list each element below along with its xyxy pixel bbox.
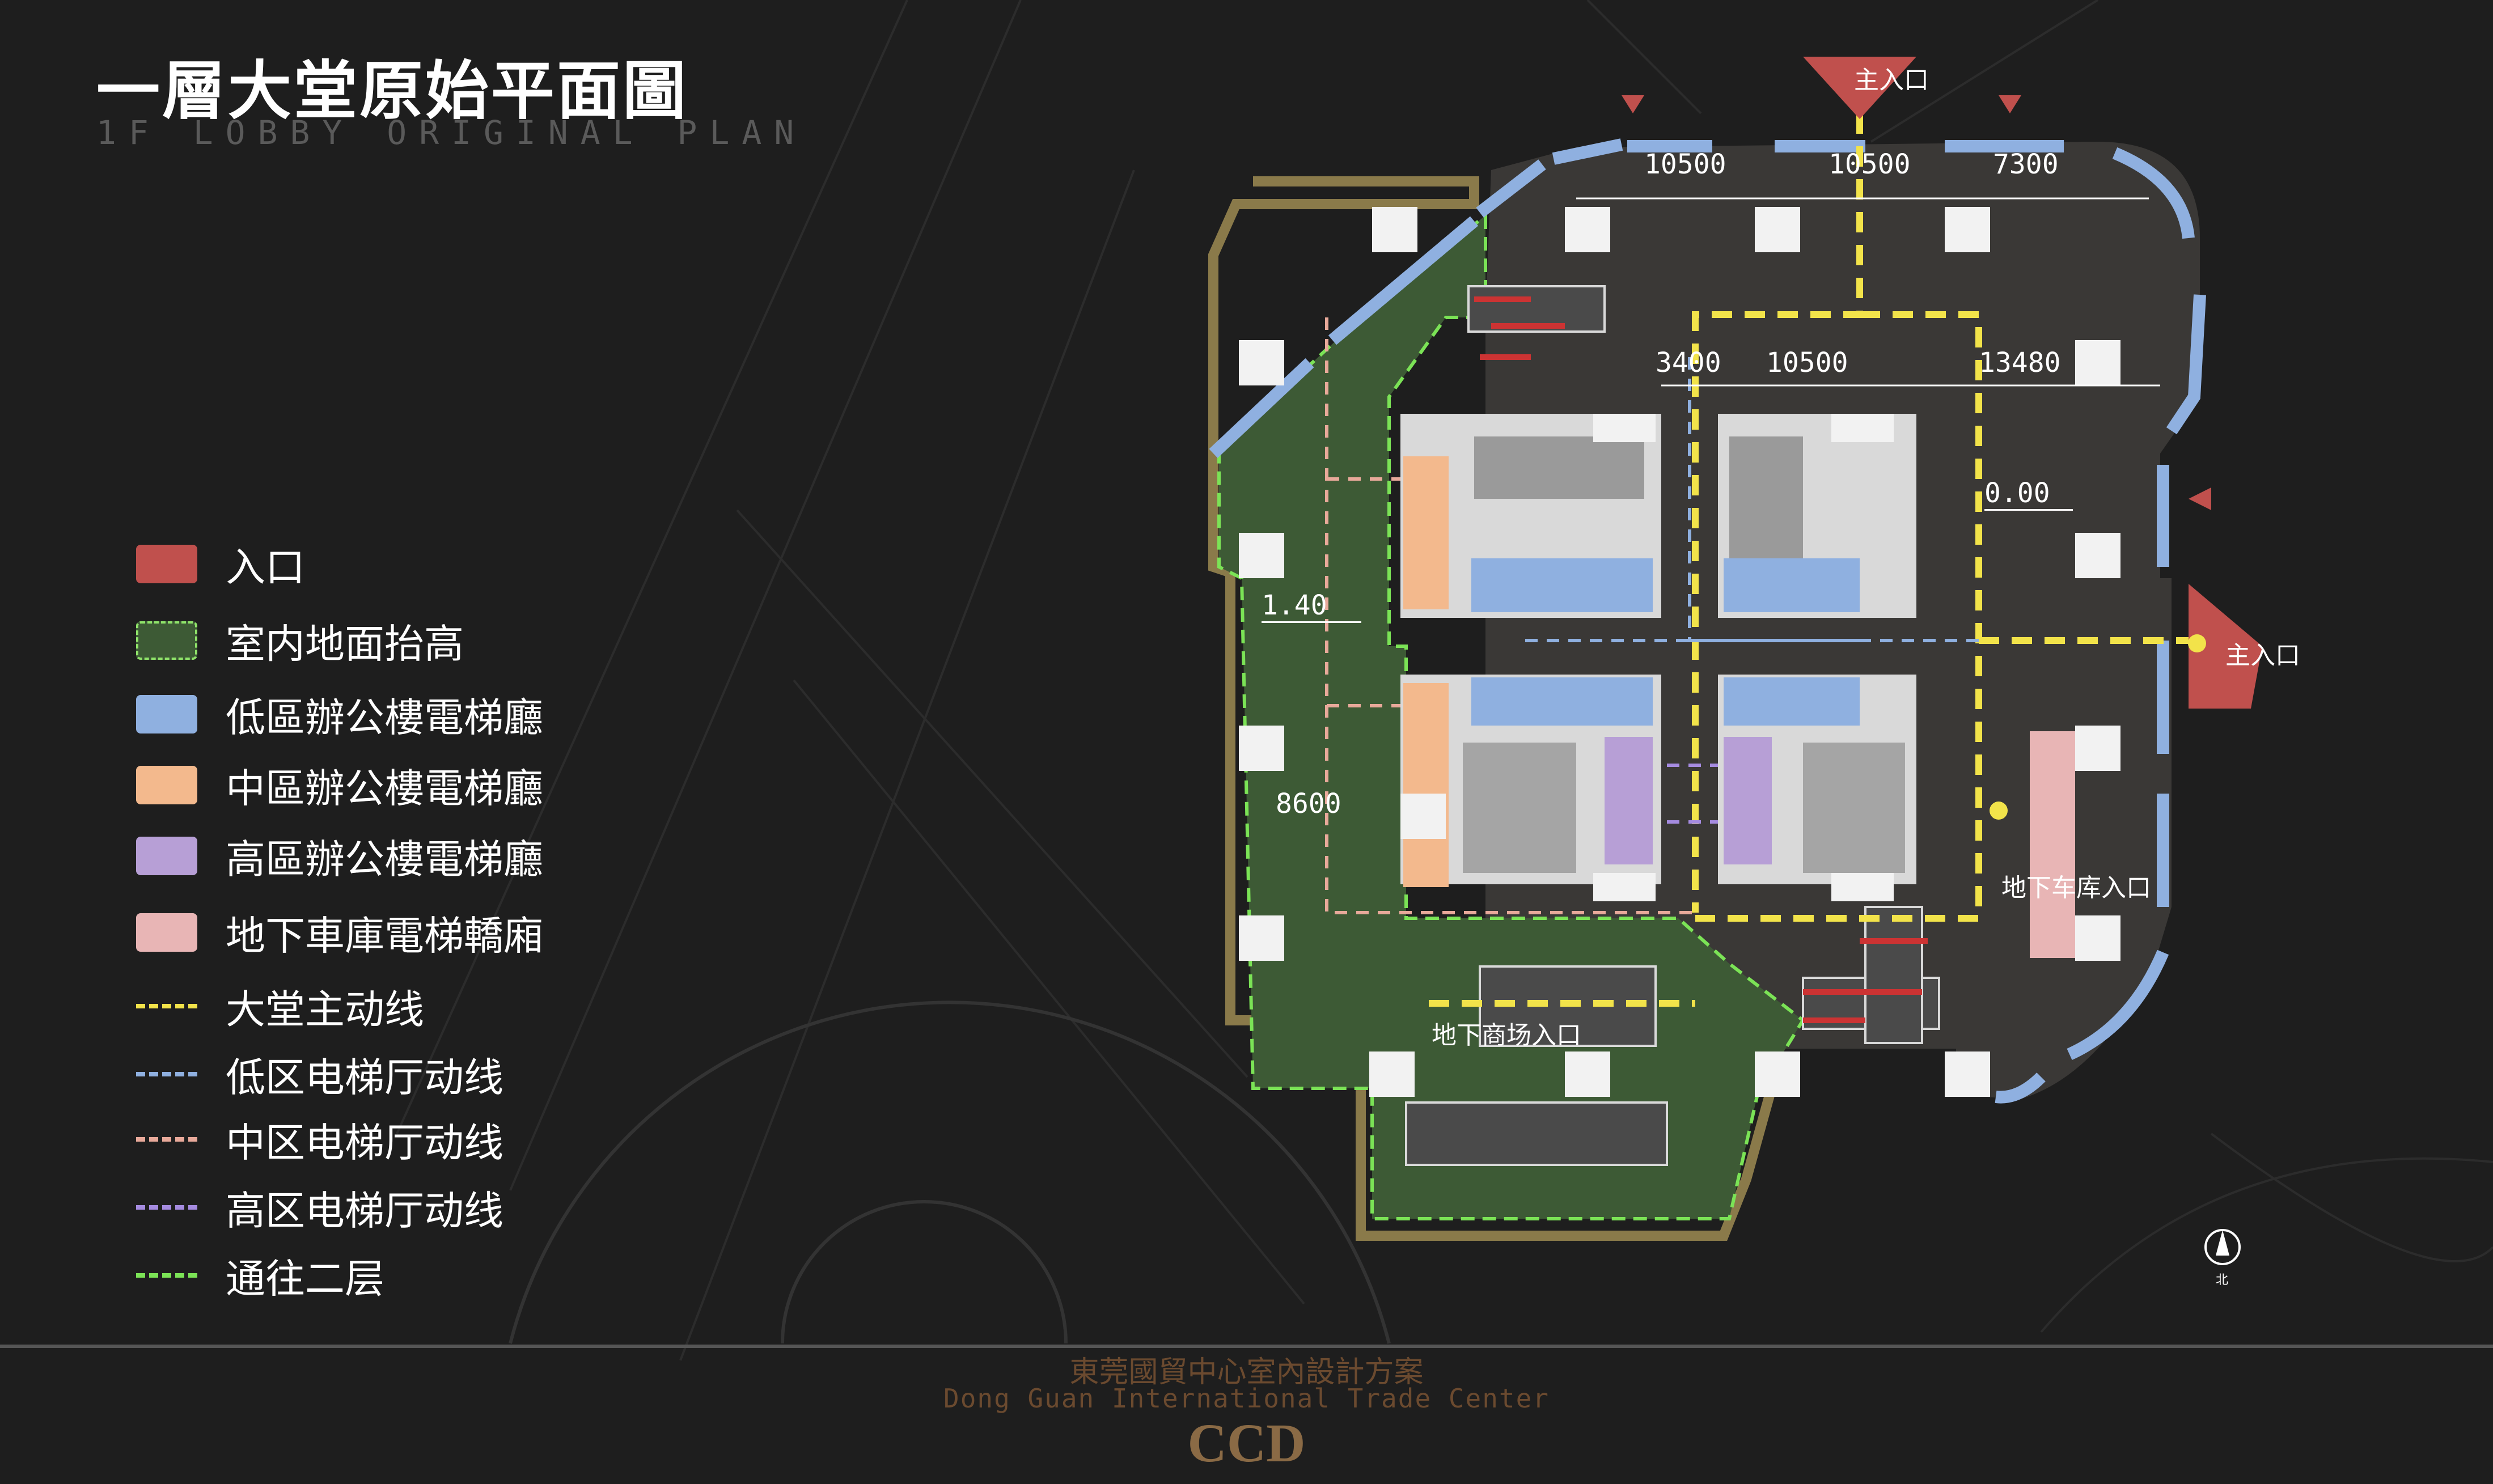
legend-item-main-circulation: 大堂主动线 (136, 983, 646, 1033)
legend-line (136, 1072, 197, 1076)
legend-label: 高區辦公樓電梯廳 (226, 836, 543, 883)
legend-label: 通往二层 (226, 1255, 384, 1302)
dim-top-2: 10500 (1829, 149, 1911, 180)
high-zone-elevator-lobbies (1605, 737, 1772, 864)
entrance-markers (1622, 57, 2262, 709)
legend-swatch (136, 695, 197, 733)
north-arrow (2204, 1229, 2241, 1265)
legend-swatch (136, 766, 197, 804)
legend-line (136, 1205, 197, 1210)
curtain-wall-segments (1209, 138, 2206, 1104)
legend-item-to-second-floor: 通往二层 (136, 1253, 646, 1302)
mall-entrance-label: 地下商场入口 (1432, 1021, 1581, 1050)
legend-label: 大堂主动线 (226, 986, 424, 1033)
legend-label: 高区电梯厅动线 (226, 1187, 503, 1234)
legend-line (136, 1273, 197, 1278)
high-zone-circulation (1667, 764, 1718, 824)
footer-divider (0, 1345, 2493, 1348)
low-zone-elevator-lobbies (1471, 558, 1860, 726)
legend-label: 入口 (226, 544, 305, 591)
dim-mid-2: 10500 (1766, 347, 1848, 379)
footer-brand: CCD (1187, 1413, 1306, 1473)
legend-item-raised-floor: 室内地面抬高 (136, 618, 646, 667)
legend-item-garage-elevator: 地下車庫電梯轎廂 (136, 910, 646, 959)
legend-item-low-circulation: 低区电梯厅动线 (136, 1051, 646, 1101)
legend-swatch (136, 545, 197, 583)
legend-item-entrance: 入口 (136, 541, 646, 591)
dim-mid-1: 3400 (1656, 347, 1721, 379)
legend-item-low-zone: 低區辦公樓電梯廳 (136, 692, 646, 741)
legend-item-high-zone: 高區辦公樓電梯廳 (136, 833, 646, 883)
dim-left: 8600 (1276, 788, 1341, 820)
legend-label: 中区电梯厅动线 (226, 1119, 503, 1166)
legend-line (136, 1137, 197, 1142)
legend-swatch (136, 913, 197, 952)
legend-label: 中區辦公樓電梯廳 (226, 765, 543, 812)
legend-label: 室内地面抬高 (226, 620, 464, 667)
raised-floor-area (1217, 211, 1805, 1220)
footer-project-cn: 東莞國貿中心室內設計方案 (1069, 1355, 1424, 1389)
garage-entrance-label: 地下车库入口 (2001, 874, 2151, 902)
low-zone-circulation (1525, 357, 1979, 642)
lobby-floor-east (1485, 142, 2200, 1100)
legend-swatch (136, 621, 197, 660)
legend-item-mid-circulation: 中区电梯厅动线 (136, 1117, 646, 1166)
dim-top-3: 7300 (1993, 149, 2059, 180)
main-entrance-top-label: 主入口 (1854, 66, 1929, 95)
legend-label: 低区电梯厅动线 (226, 1054, 503, 1101)
background-arc (509, 1000, 1391, 1344)
columns (1239, 207, 2120, 1097)
legend-swatch (136, 837, 197, 875)
garage-entry-point (1990, 802, 2008, 820)
footer-project-en: Dong Guan International Trade Center (943, 1383, 1550, 1414)
legend-label: 低區辦公樓電梯廳 (226, 694, 543, 741)
dim-top-1: 10500 (1644, 149, 1726, 180)
main-entrance-right-label: 主入口 (2225, 641, 2300, 670)
legend-line (136, 1004, 197, 1008)
dim-mid-3: 13480 (1979, 347, 2061, 379)
mid-zone-elevator-lobbies (1403, 456, 1449, 887)
page-subtitle: 1F LOBBY ORIGINAL PLAN (96, 113, 807, 152)
entry-arrows (1474, 296, 1928, 1023)
entrance-point-right (2188, 634, 2206, 652)
legend-label: 地下車庫電梯轎廂 (226, 912, 543, 959)
level-left: 1.40 (1262, 590, 1361, 623)
north-label: 北 (2216, 1273, 2229, 1287)
legend-item-high-circulation: 高区电梯厅动线 (136, 1185, 646, 1234)
page-title: 一層大堂原始平面圖 (96, 54, 688, 128)
building-outline-west (1208, 176, 2041, 1241)
dimension-lines (1576, 197, 2160, 387)
background-linework (396, 0, 2493, 1361)
garage-elevator-car (2030, 731, 2075, 958)
main-circulation-path (1429, 113, 2189, 1007)
mid-zone-circulation (1325, 317, 1695, 914)
legend-item-mid-zone: 中區辦公樓電梯廳 (136, 762, 646, 812)
level-right: 0.00 (1984, 477, 2073, 511)
